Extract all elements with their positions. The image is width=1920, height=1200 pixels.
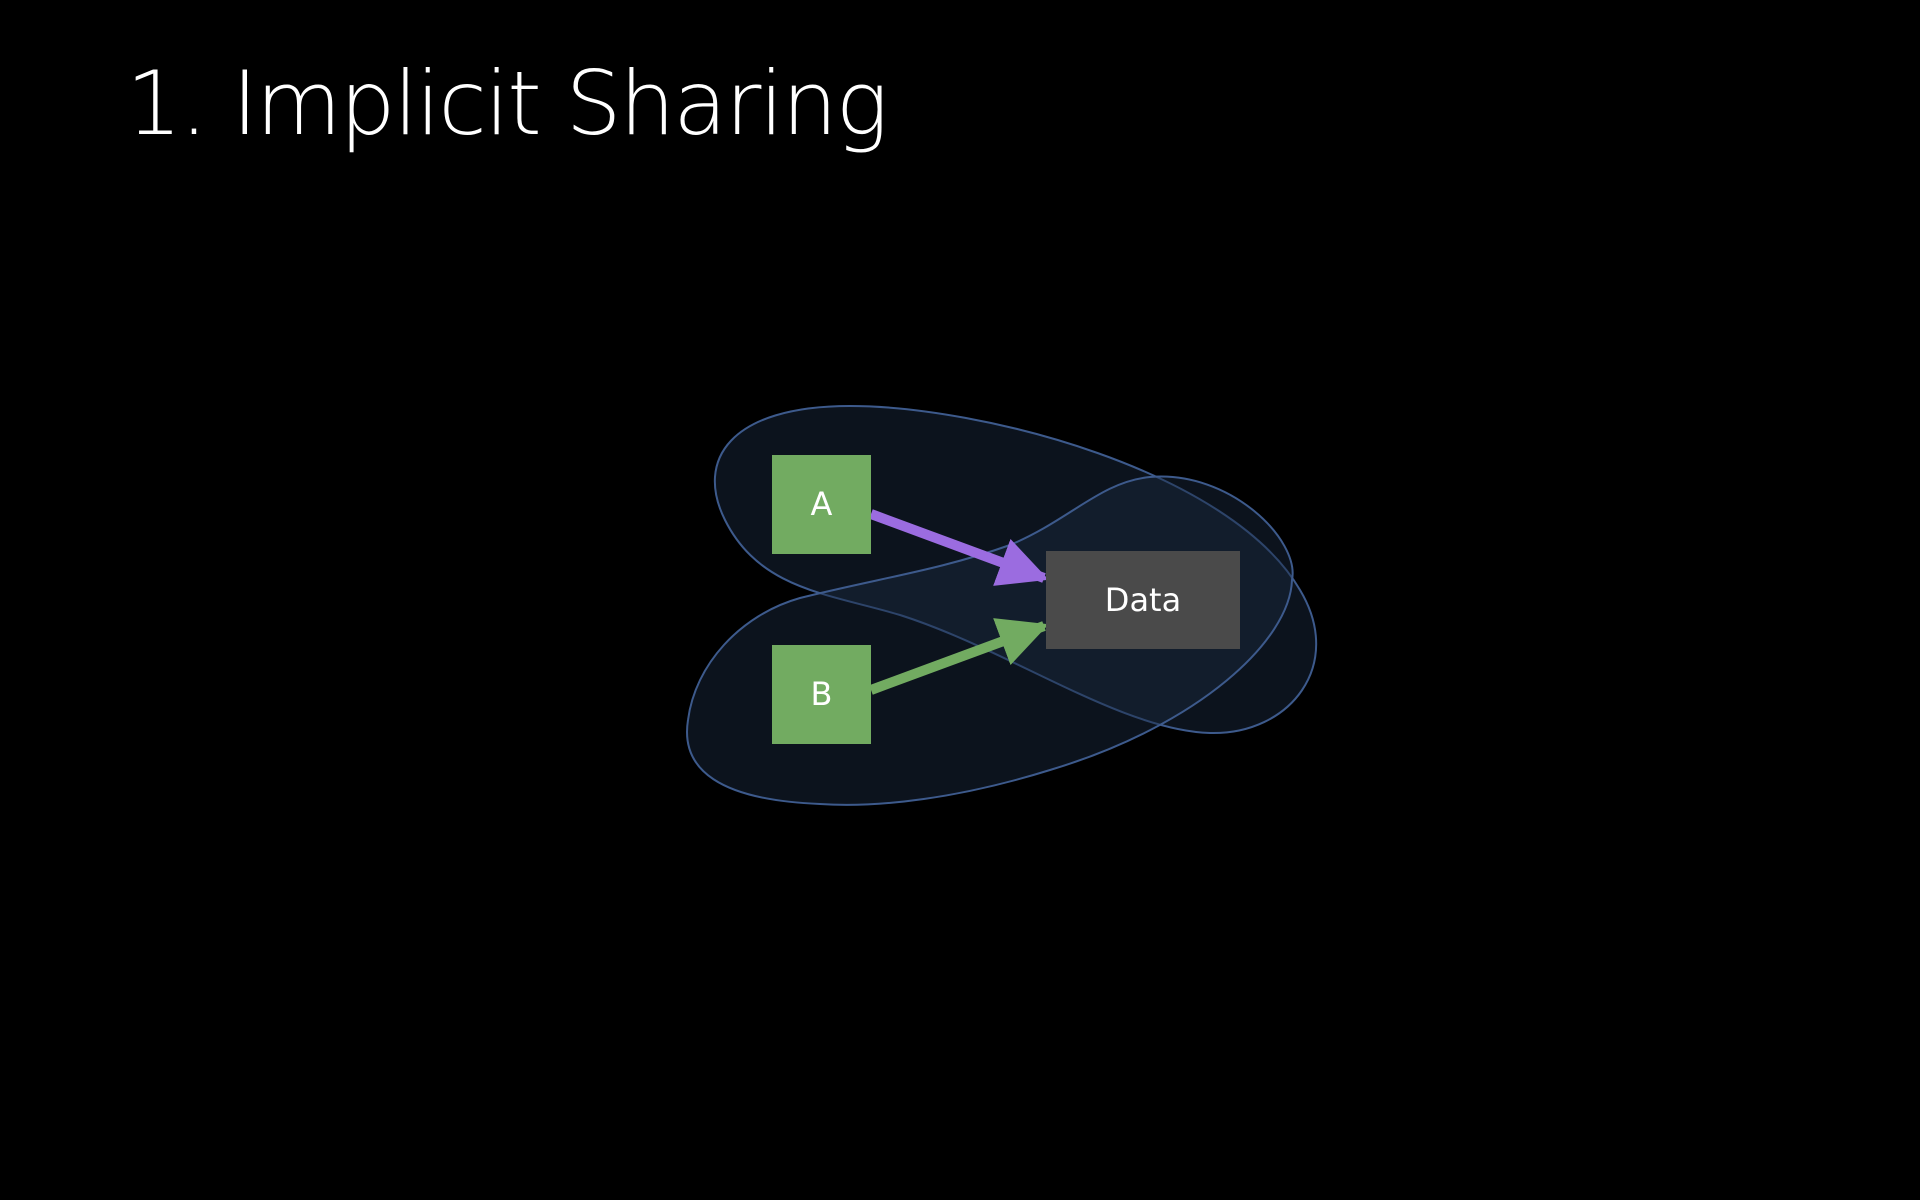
node-a: A xyxy=(772,455,871,554)
arrow-a-to-data xyxy=(869,509,1049,586)
node-data-label: Data xyxy=(1105,581,1181,619)
node-data: Data xyxy=(1046,551,1240,649)
arrow-b-to-data xyxy=(869,618,1049,695)
slide-title: 1. Implicit Sharing xyxy=(126,52,888,155)
node-b-label: B xyxy=(811,675,833,713)
node-a-label: A xyxy=(811,485,833,523)
node-b: B xyxy=(772,645,871,744)
